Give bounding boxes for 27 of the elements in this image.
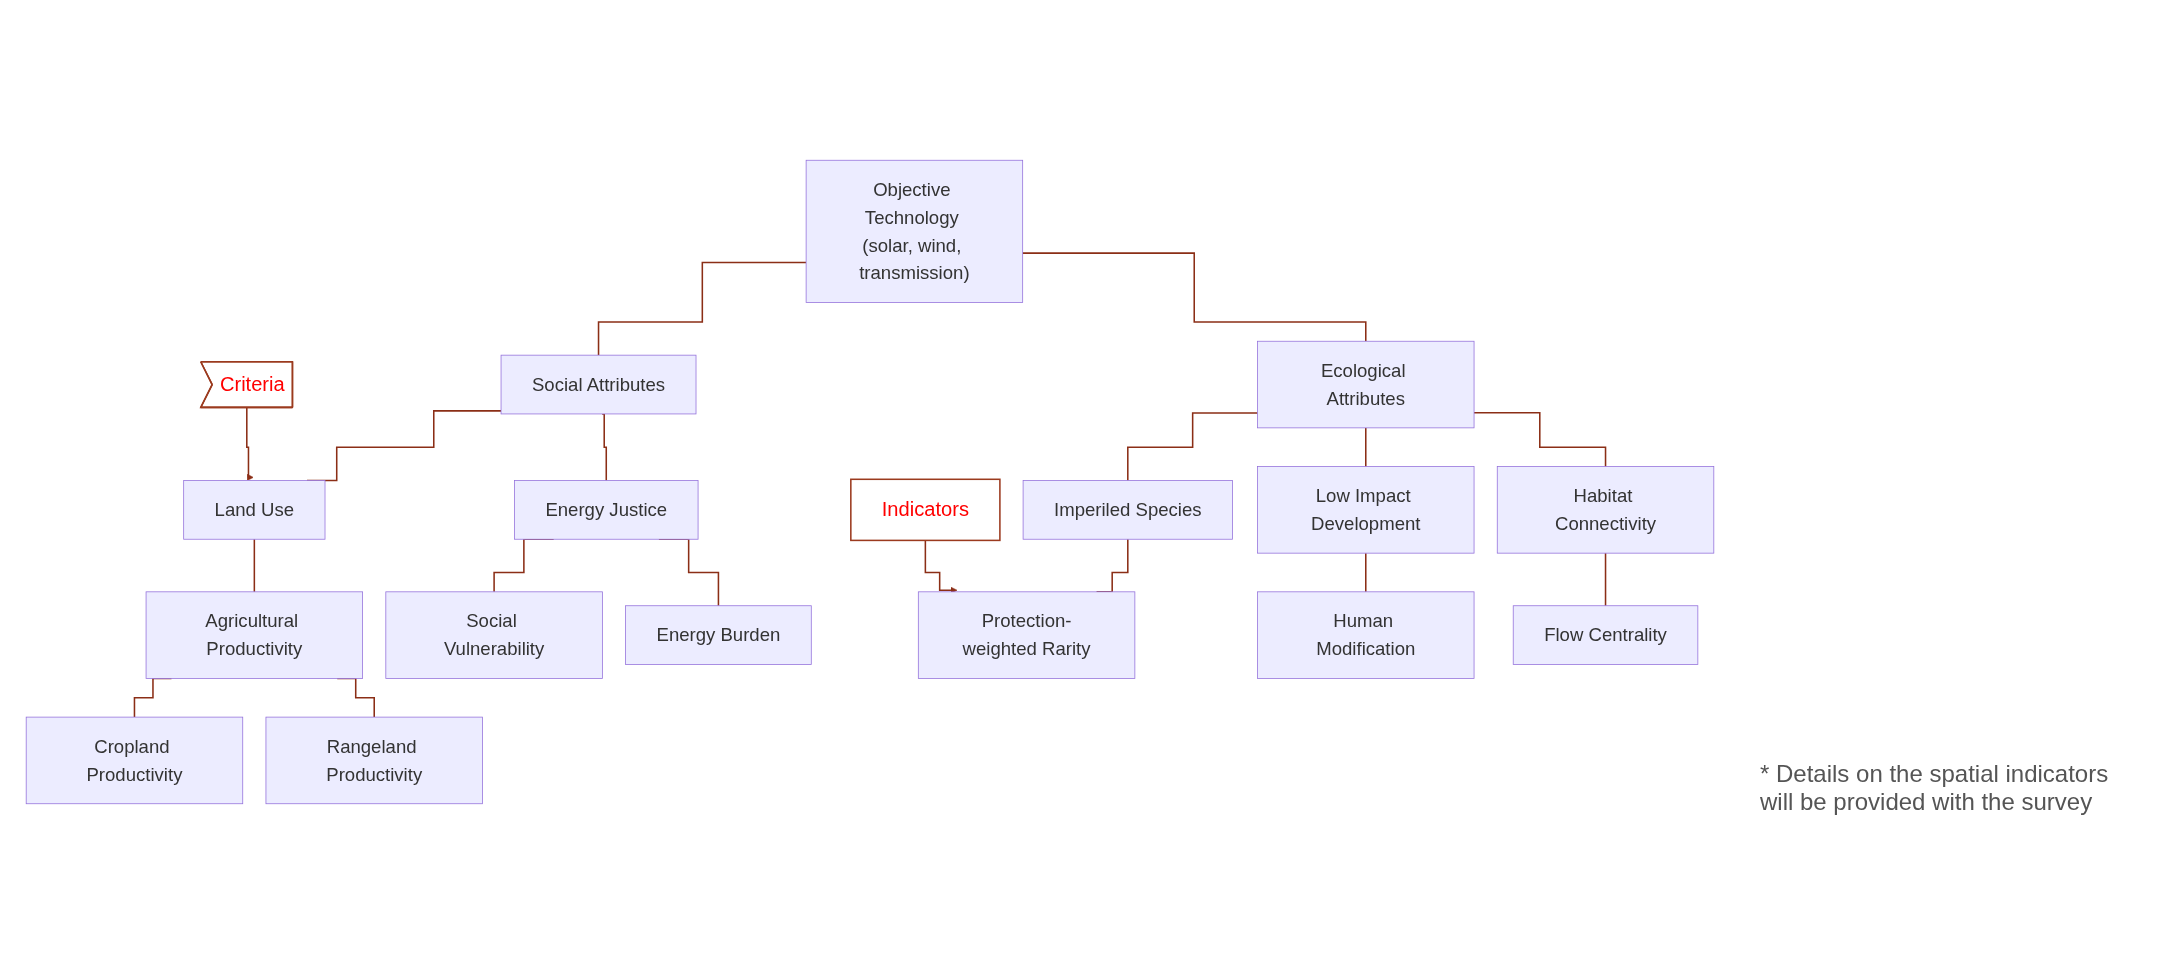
node-box: Rangeland Productivity <box>265 716 483 805</box>
node-box: Cropland Productivity <box>25 716 244 805</box>
node-box: Social Vulnerability <box>385 591 603 679</box>
node-box: Energy Burden <box>625 605 812 665</box>
node-box: Social Attributes <box>500 354 697 415</box>
node-box: Protection-weighted Rarity <box>917 591 1136 679</box>
footnote: * Details on the spatial indicators will be provided with the survey <box>1760 760 2110 816</box>
node-box: Imperiled Species <box>1022 480 1233 540</box>
connector <box>1365 552 1367 593</box>
connector <box>1473 412 1607 468</box>
node-box: Objective Technology (solar, wind, transmission) <box>805 159 1024 303</box>
node-box: Habitat Connectivity <box>1496 466 1715 554</box>
connector <box>1127 412 1259 482</box>
node-box: Human Modification <box>1257 591 1475 679</box>
node-box: Agricultural Productivity <box>145 591 363 679</box>
node-box: Land Use <box>183 480 326 540</box>
connector <box>1021 252 1367 342</box>
node-box: Indicators <box>850 478 1001 542</box>
connector <box>601 413 608 482</box>
connector <box>1604 552 1607 607</box>
connector <box>253 538 256 593</box>
node-box: Ecological Attributes <box>1257 340 1475 429</box>
connector <box>1365 427 1367 468</box>
node-box: Low Impact Development <box>1257 466 1475 554</box>
node-box: Energy Justice <box>514 480 699 540</box>
node-box: Flow Centrality <box>1512 605 1699 665</box>
connector <box>597 261 807 356</box>
